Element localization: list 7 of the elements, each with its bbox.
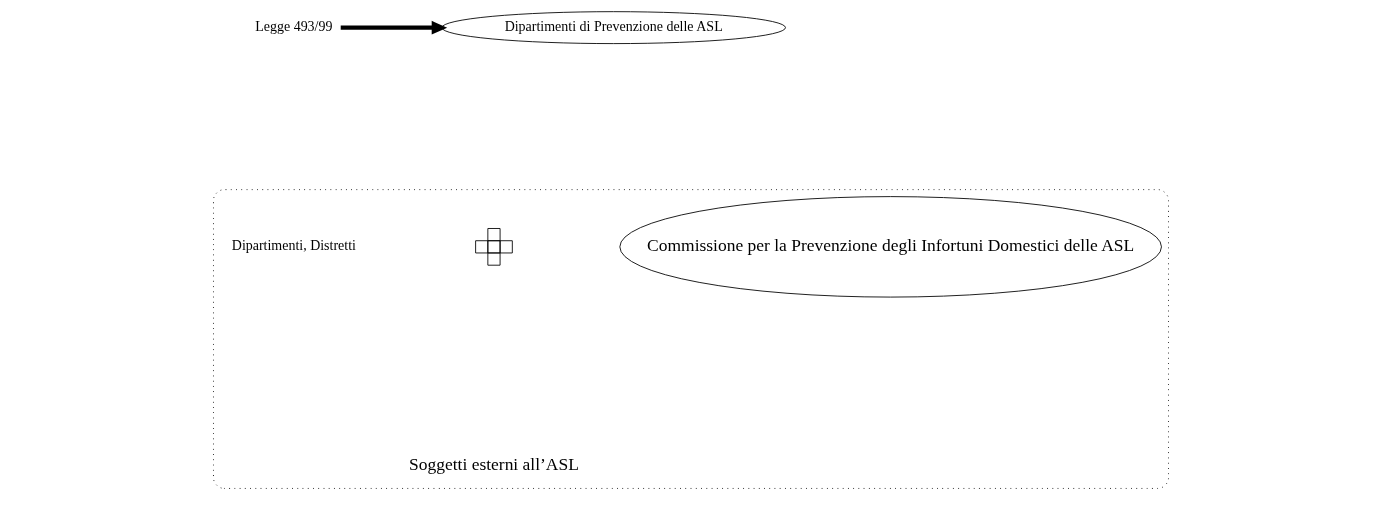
node-text: Legge 493/99 xyxy=(254,18,332,34)
node-ellipse: Commissione per la Prevenzione degli Infortuni Domestici delle ASL xyxy=(618,196,1162,298)
cluster xyxy=(212,189,1169,489)
arrow xyxy=(340,20,447,35)
node-text: Dipartimenti, Distretti xyxy=(231,238,356,254)
node-text: Soggetti esterni all’ASL xyxy=(408,454,579,475)
node-ellipse: Dipartimenti di Prevenzione delle ASL xyxy=(440,11,786,45)
